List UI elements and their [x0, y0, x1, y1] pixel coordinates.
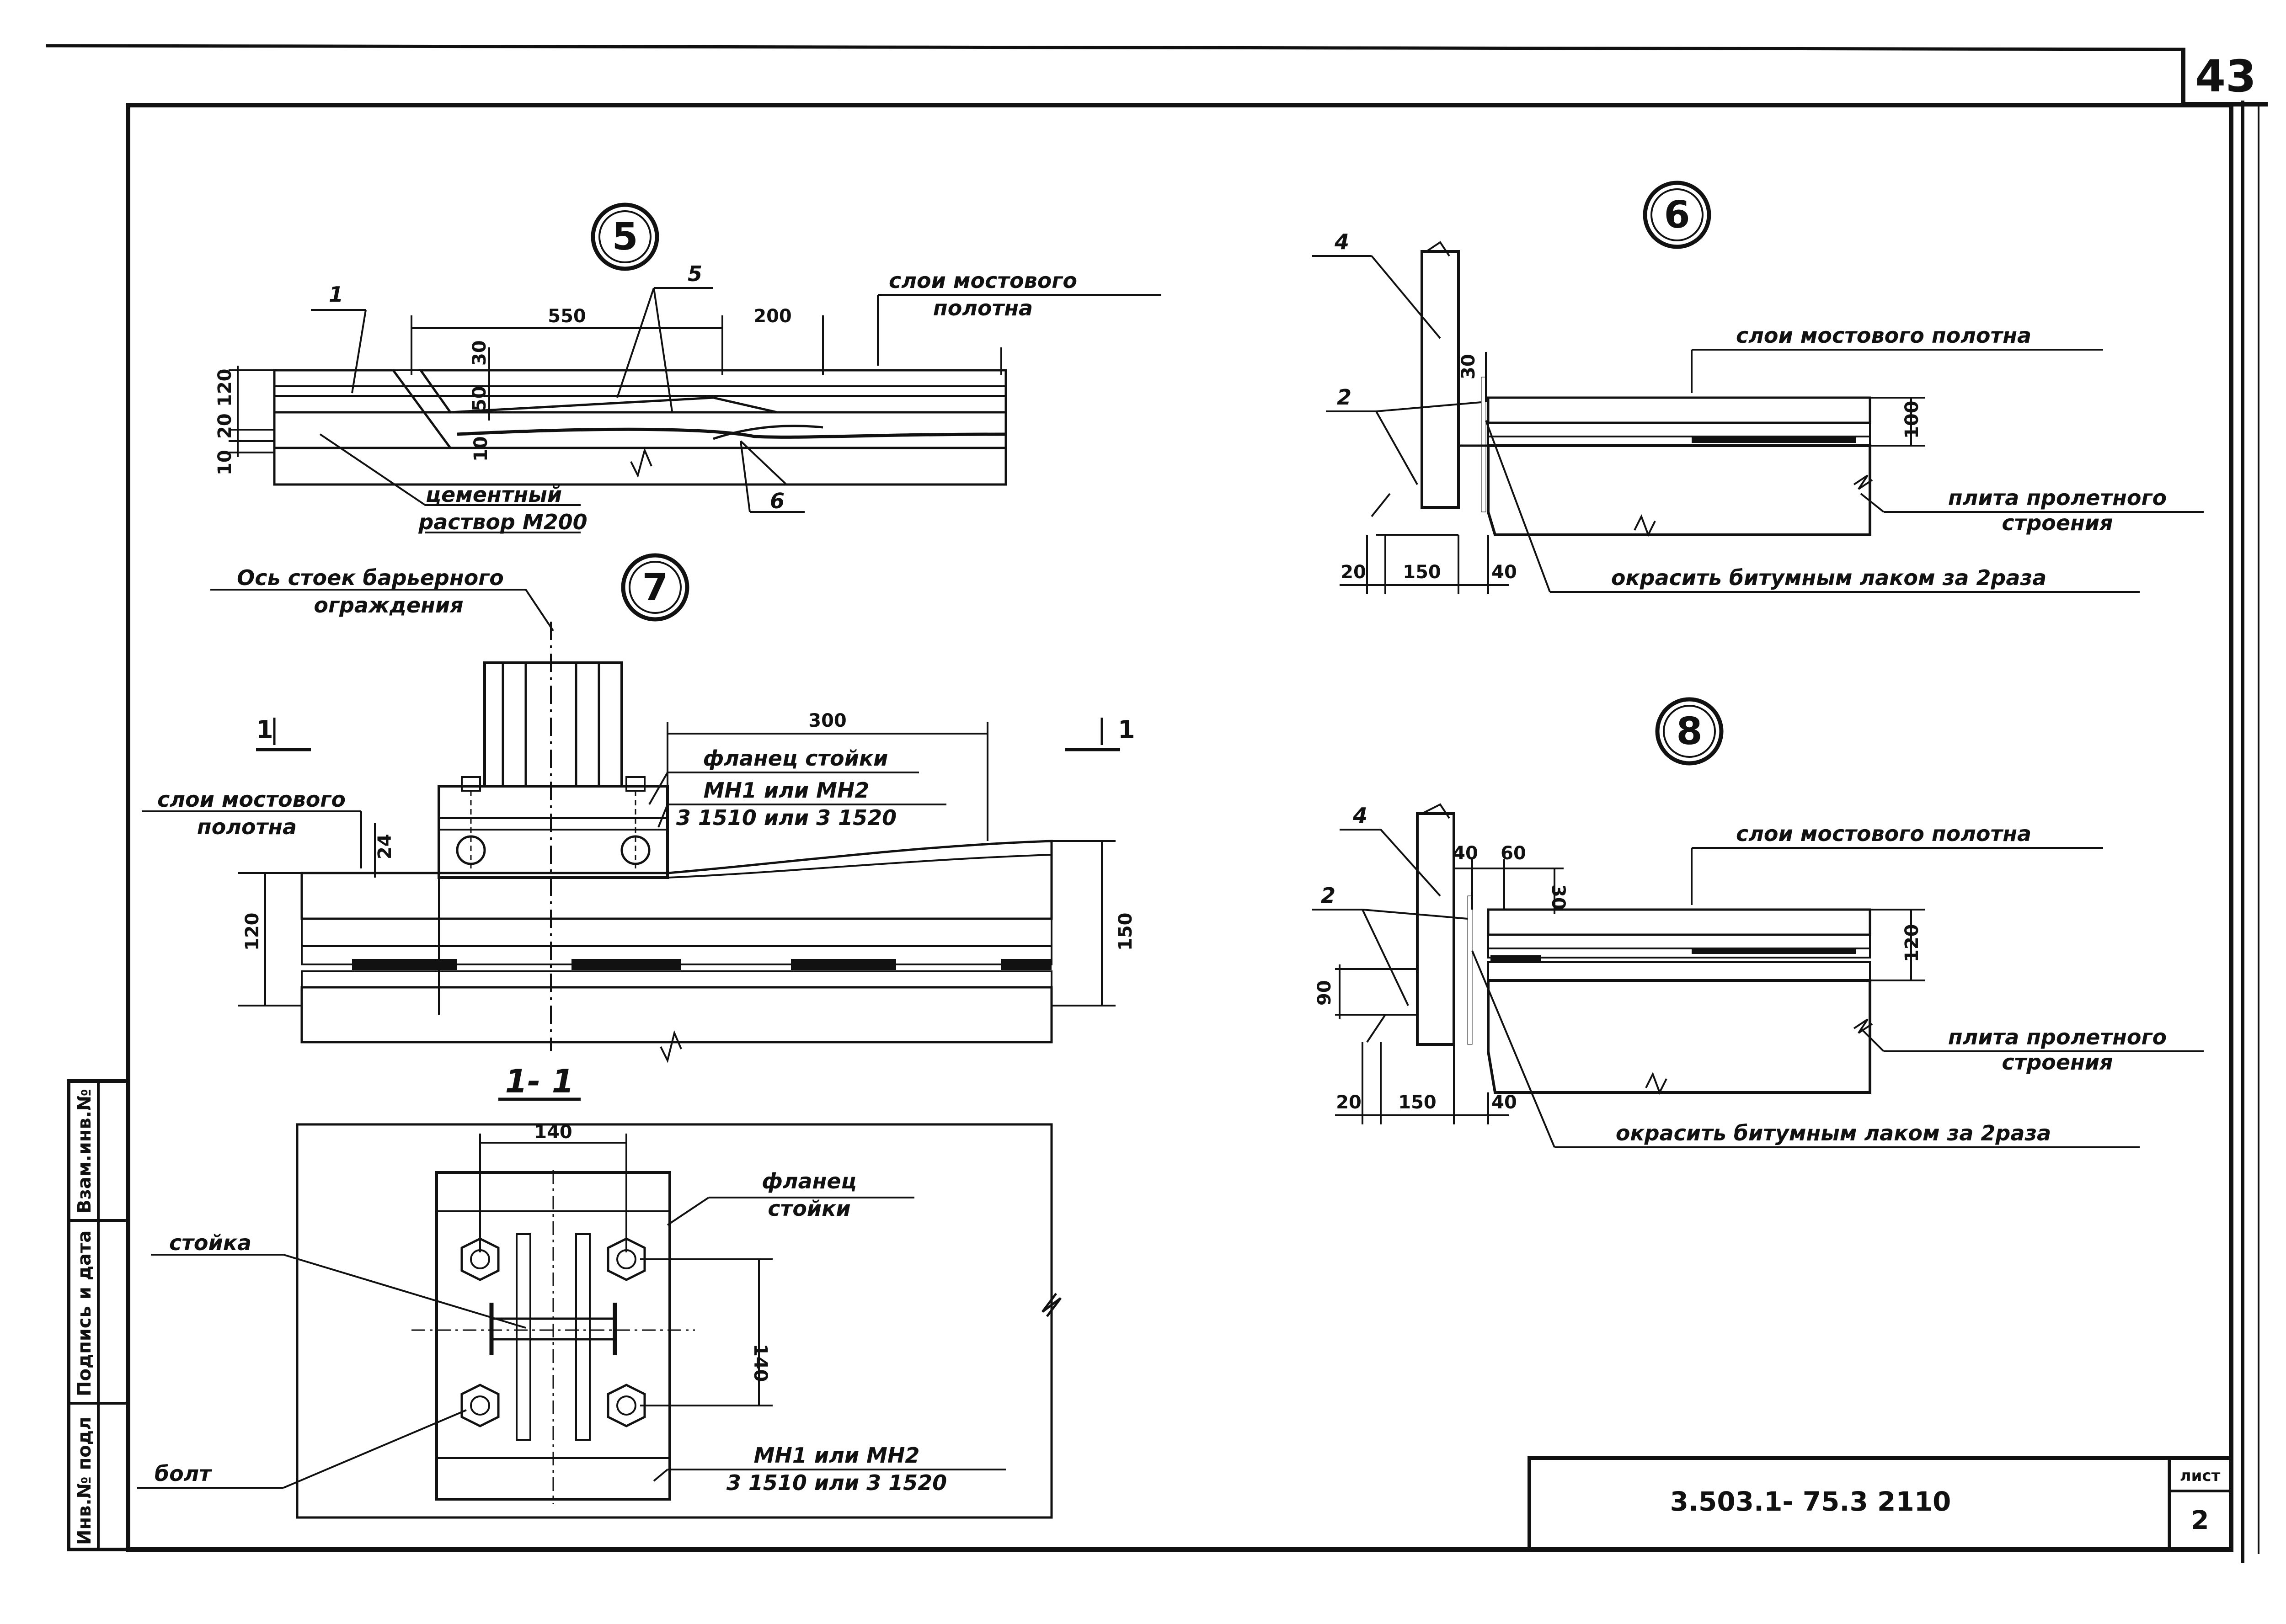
d8-pos-2: 2	[1321, 883, 1335, 908]
s11-outline	[296, 1123, 1053, 1519]
d5-pos-1: 1	[329, 282, 343, 307]
d5-dim-120: 120	[214, 369, 235, 407]
d6-dim-150: 150	[1403, 562, 1441, 583]
d5-pos-5: 5	[688, 261, 702, 286]
d8-dim-40b: 40	[1491, 1092, 1517, 1113]
s11-mn-line1: МН1 или МН2	[754, 1443, 920, 1468]
d5-mortar-line1: цементный	[426, 482, 562, 507]
d6-slab-line2: строения	[2002, 511, 2113, 535]
detail-6-mark: 6	[1664, 193, 1690, 237]
d5-pos-6: 6	[770, 489, 785, 513]
d7-cut-right: 1	[1118, 715, 1135, 744]
d6-paint-label: окрасить битумным лаком за 2раза	[1611, 565, 2046, 590]
d7-layers-line2: полотна	[197, 815, 297, 839]
d5-dim-10: 10	[214, 450, 235, 475]
d8-slab	[1487, 979, 1871, 1094]
d7-slab	[300, 986, 1053, 1044]
d8-pos-4: 4	[1352, 803, 1367, 828]
d7-dim-300: 300	[808, 710, 847, 731]
d8-dim-20: 20	[1336, 1092, 1362, 1113]
side-stamp: Инв.№ подл Подпись и дата Взам.инв.№	[67, 1079, 130, 1551]
document-code: 3.503.1- 75.3 2110	[1670, 1486, 1951, 1517]
stamp-replace: Взам.инв.№	[74, 1089, 95, 1214]
page-number: 43	[2195, 51, 2256, 102]
s11-dim-140h: 140	[534, 1122, 572, 1143]
detail-8-mark: 8	[1676, 710, 1702, 753]
d8-slab-line2: строения	[2002, 1050, 2113, 1075]
detail-5: 5 550 200 30 50 120 20 10 10	[214, 202, 1161, 534]
d5-layers-line2: полотна	[933, 296, 1033, 320]
d5-dim-30: 30	[469, 340, 490, 366]
d7-dim-24: 24	[374, 834, 395, 859]
d8-dim-120: 120	[1901, 924, 1923, 963]
d7-flange-label: фланец стойки	[703, 746, 888, 771]
d8-dim-150: 150	[1398, 1092, 1437, 1113]
d7-mn-line1: МН1 или МН2	[704, 778, 870, 803]
d7-mn-line2: 3 1510 или 3 1520	[676, 805, 897, 830]
d7-dim-120: 120	[242, 913, 263, 951]
title-block	[1528, 1456, 2233, 1551]
sheet-frame	[45, 44, 2268, 1563]
d7-axis-line2: ограждения	[314, 593, 463, 618]
d7-axis-line1: Ось стоек барьерного	[237, 565, 504, 590]
detail-7: 7 Ось стоек барьерного ограждения	[142, 553, 1136, 1063]
s11-flange-line2: стойки	[768, 1196, 850, 1221]
s11-mn-line2: 3 1510 или 3 1520	[726, 1470, 947, 1495]
d6-pos-2: 2	[1337, 385, 1351, 410]
d6-dim-100: 100	[1901, 401, 1923, 439]
d8-dim-90: 90	[1314, 980, 1335, 1006]
d5-mortar-line2: раствор М200	[418, 510, 587, 534]
d7-dim-150: 150	[1115, 913, 1136, 951]
detail-5-mortar-strip	[273, 369, 1007, 387]
d5-dim-200: 200	[753, 306, 792, 327]
detail-6: 6 20 150 40 30 100 4 2	[1312, 181, 2204, 594]
sheet-number: 2	[2191, 1506, 2209, 1535]
d8-paint-label: окрасить битумным лаком за 2раза	[1616, 1121, 2051, 1145]
d5-layers-line1: слои мостового	[889, 268, 1077, 293]
stamp-inventory: Инв.№ подл	[74, 1417, 95, 1545]
detail-8: 8 20 150 40 90 40 60 30	[1312, 697, 2204, 1148]
sheet-label: лист	[2180, 1467, 2221, 1485]
d8-slab-line1: плита пролетного	[1948, 1025, 2167, 1049]
detail-5-curb	[273, 369, 453, 449]
section-1-1: 1- 1 140 140	[137, 1063, 1062, 1519]
d6-dim-40: 40	[1491, 562, 1517, 583]
d6-slab-line1: плита пролетного	[1948, 485, 2167, 510]
d8-layers-label: слои мостового полотна	[1736, 821, 2031, 846]
stamp-signature: Подпись и дата	[74, 1230, 95, 1396]
d6-layers-label: слои мостового полотна	[1736, 323, 2031, 348]
detail-5-mark: 5	[612, 215, 638, 259]
s11-flange-line1: фланец	[762, 1169, 856, 1193]
detail-7-mark: 7	[642, 566, 668, 609]
d7-layers-line1: слои мостового	[157, 787, 346, 812]
d6-pos-4: 4	[1334, 229, 1349, 254]
s11-bolt-label: болт	[155, 1461, 212, 1486]
d8-wearing-course	[1487, 908, 1871, 936]
d8-dim-60: 60	[1501, 843, 1526, 864]
detail-5-wearing-course	[418, 369, 1007, 414]
d6-dim-30: 30	[1458, 354, 1479, 379]
s11-dim-140v: 140	[750, 1344, 771, 1382]
d8-dim-40: 40	[1453, 843, 1478, 864]
d5-dim-10b: 10	[470, 436, 491, 462]
d6-slab	[1487, 444, 1871, 536]
d8-dim-30: 30	[1548, 884, 1569, 910]
section-title: 1- 1	[505, 1063, 574, 1100]
d5-dim-50: 50	[469, 386, 490, 411]
d6-curb	[1421, 250, 1460, 509]
d7-post	[483, 661, 623, 788]
s11-post-label: стойка	[169, 1230, 251, 1255]
d7-flange	[438, 785, 669, 879]
d5-dim-550: 550	[548, 306, 586, 327]
d6-wearing-course	[1487, 396, 1871, 424]
d5-dim-20: 20	[214, 413, 235, 439]
d7-wearing-course	[300, 840, 1053, 920]
d8-curb	[1416, 812, 1455, 1046]
d7-cut-left: 1	[256, 715, 273, 744]
d6-dim-20: 20	[1341, 562, 1366, 583]
